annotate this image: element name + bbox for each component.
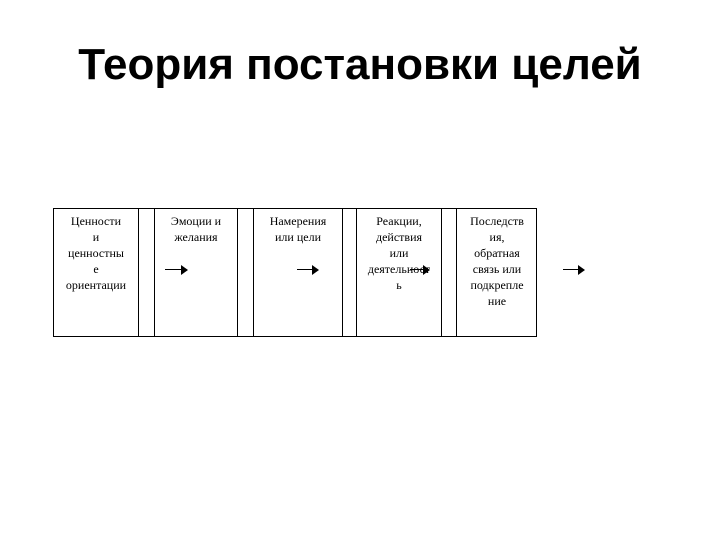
divider-line — [342, 208, 343, 337]
slide-title: Теория постановки целей — [78, 40, 642, 89]
box-intentions-label: Намерения или цели — [269, 214, 327, 244]
arrow-icon — [410, 265, 430, 275]
divider-line — [253, 208, 254, 337]
divider-line — [154, 208, 155, 337]
divider-line — [138, 208, 139, 337]
divider-line — [441, 208, 442, 337]
divider-line — [237, 208, 238, 337]
box-values-label: Ценности и ценностны е ориентации — [65, 214, 127, 292]
arrow-icon — [563, 265, 585, 275]
divider-line — [356, 208, 357, 337]
flow-outer-frame — [53, 208, 537, 337]
arrow-icon — [297, 265, 319, 275]
box-actions-label: Реакции, действия или деятельност ь — [367, 214, 431, 292]
divider-line — [456, 208, 457, 337]
box-emotions-label: Эмоции и желания — [170, 214, 222, 244]
arrow-icon — [165, 265, 188, 275]
box-consequences-label: Последств ия, обратная связь или подкреп… — [470, 214, 524, 308]
